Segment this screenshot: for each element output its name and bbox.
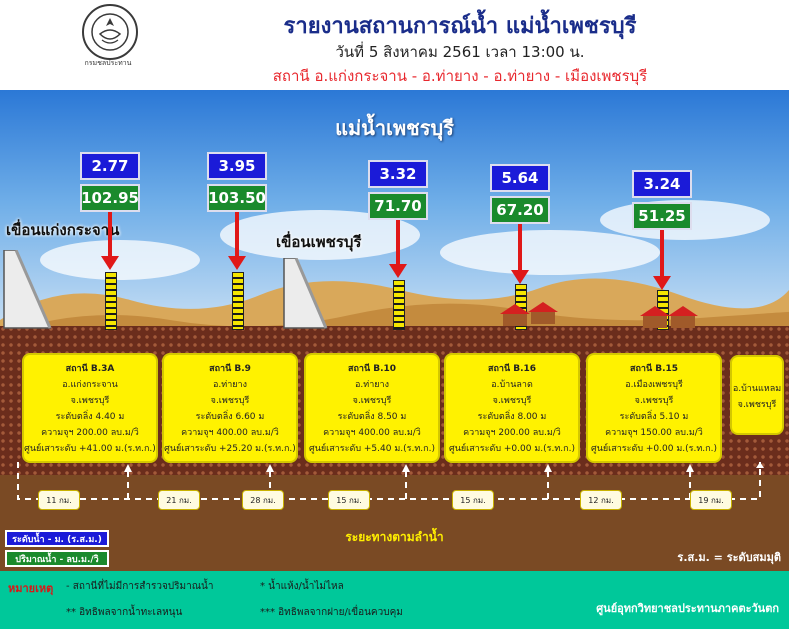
- river-title: แม่น้ำเพชรบุรี: [335, 116, 454, 140]
- staff-gauge-icon: [232, 272, 244, 330]
- pointer-arrow: [108, 212, 112, 258]
- cloud: [440, 230, 660, 275]
- distance-tag: 15 กม.: [452, 490, 494, 510]
- station-district: อ.บ้านลาด: [491, 380, 533, 390]
- station-district: อ.ท่ายาง: [213, 380, 247, 390]
- pointer-arrow: [660, 230, 664, 278]
- house-icon: [640, 306, 670, 328]
- report-datetime: วันที่ 5 สิงหาคม 2561 เวลา 13:00 น.: [335, 43, 585, 61]
- datum-note: ร.ส.ม. = ระดับสมมุติ: [677, 551, 781, 564]
- arrow-head-icon: [228, 256, 246, 270]
- bank-level: ระดับตลิ่ง 4.40 ม: [55, 412, 125, 422]
- station-district: อ.ท่ายาง: [355, 380, 389, 390]
- dam-icon: [3, 250, 52, 329]
- station-name: สถานี B.10: [347, 364, 397, 374]
- station-province: จ.เพชรบุรี: [492, 396, 532, 406]
- arrow-head-icon: [511, 270, 529, 284]
- water-level-box: 3.95: [207, 152, 267, 180]
- station-name: สถานี B.16: [487, 364, 537, 374]
- rid-logo-icon: [82, 4, 138, 60]
- distance-axis-label: ระยะทางตามลำน้ำ: [345, 530, 444, 544]
- gauge-datum: ศูนย์เสาระดับ +5.40 ม.(ร.ท.ก.): [309, 444, 435, 454]
- staff-gauge-icon: [393, 280, 405, 330]
- capacity: ความจุฯ 400.00 ลบ.ม/วิ: [181, 428, 279, 438]
- station-name: สถานี B.3A: [65, 364, 115, 374]
- distance-tag: 15 กม.: [328, 490, 370, 510]
- note-no-survey: - สถานีที่ไม่มีการสำรวจปริมาณน้ำ: [66, 581, 214, 592]
- dam-label-phetchaburi: เขื่อนเพชรบุรี: [276, 233, 362, 251]
- dam-icon: [283, 258, 328, 329]
- pointer-arrow: [518, 224, 522, 272]
- gauge-datum: ศูนย์เสาระดับ +41.00 ม.(ร.ท.ก.): [24, 444, 156, 454]
- capacity: ความจุฯ 200.00 ลบ.ม/วิ: [41, 428, 139, 438]
- arrow-head-icon: [389, 264, 407, 278]
- bank-level: ระดับตลิ่ง 6.60 ม: [195, 412, 265, 422]
- station-province: จ.เพชรบุรี: [352, 396, 392, 406]
- gauge-datum: ศูนย์เสาระดับ +25.20 ม.(ร.ท.ก.): [164, 444, 296, 454]
- house-icon: [500, 304, 530, 326]
- report-header: กรมชลประทาน รายงานสถานการณ์น้ำ แม่น้ำเพช…: [0, 0, 789, 90]
- water-level-box: 3.32: [368, 160, 428, 188]
- water-flow-box: 67.20: [490, 196, 550, 224]
- water-level-box: 3.24: [632, 170, 692, 198]
- station-card-b9: สถานี B.9 อ.ท่ายาง จ.เพชรบุรี ระดับตลิ่ง…: [162, 353, 298, 463]
- note-tide: ** อิทธิพลจากน้ำทะเลหนุน: [66, 607, 183, 618]
- pointer-arrow: [396, 220, 400, 266]
- station-name: สถานี B.9: [209, 364, 251, 374]
- station-province: จ.เพชรบุรี: [210, 396, 250, 406]
- water-flow-box: 102.95: [80, 184, 140, 212]
- river-diagram: แม่น้ำเพชรบุรี เขื่อนแก่งกระจาน เขื่อนเพ…: [0, 90, 789, 571]
- water-flow-box: 51.25: [632, 202, 692, 230]
- ground-layer: [0, 475, 789, 571]
- staff-gauge-icon: [105, 272, 117, 330]
- capacity: ความจุฯ 200.00 ลบ.ม/วิ: [463, 428, 561, 438]
- station-card-b10: สถานี B.10 อ.ท่ายาง จ.เพชรบุรี ระดับตลิ่…: [304, 353, 440, 463]
- bank-level: ระดับตลิ่ง 8.00 ม: [477, 412, 547, 422]
- station-name: สถานี B.15: [629, 364, 679, 374]
- station-card-b16: สถานี B.16 อ.บ้านลาด จ.เพชรบุรี ระดับตลิ…: [444, 353, 580, 463]
- page-title: รายงานสถานการณ์น้ำ แม่น้ำเพชรบุรี: [283, 14, 637, 39]
- house-icon: [528, 302, 558, 324]
- hydrology-center: ศูนย์อุทกวิทยาชลประทานภาคตะวันตก: [596, 602, 779, 615]
- water-flow-box: 71.70: [368, 192, 428, 220]
- station-district: อ.บ้านแหลม: [732, 384, 782, 394]
- distance-tag: 11 กม.: [38, 490, 80, 510]
- station-card-b15: สถานี B.15 อ.เมืองเพชรบุรี จ.เพชรบุรี ระ…: [586, 353, 722, 463]
- station-district: อ.เมืองเพชรบุรี: [625, 380, 683, 390]
- note-weir: *** อิทธิพลจากฝาย/เขื่อนควบคุม: [260, 607, 403, 618]
- gauge-datum: ศูนย์เสาระดับ +0.00 ม.(ร.ท.ก.): [591, 444, 717, 454]
- capacity: ความจุฯ 400.00 ลบ.ม/วิ: [323, 428, 421, 438]
- flow-path: [17, 462, 764, 500]
- dam-label-kaeng-krachan: เขื่อนแก่งกระจาน: [6, 221, 120, 239]
- water-flow-box: 103.50: [207, 184, 267, 212]
- distance-tag: 21 กม.: [158, 490, 200, 510]
- arrow-head-icon: [101, 256, 119, 270]
- note-dry: * น้ำแห้ง/น้ำไม่ไหล: [260, 581, 344, 592]
- station-province: จ.เพชรบุรี: [737, 400, 777, 410]
- legend-water-level: ระดับน้ำ - ม. (ร.ส.ม.): [5, 530, 109, 547]
- legend-water-flow: ปริมาณน้ำ - ลบ.ม./วิ: [5, 550, 109, 567]
- distance-tag: 28 กม.: [242, 490, 284, 510]
- station-card-b3a: สถานี B.3A อ.แก่งกระจาน จ.เพชรบุรี ระดับ…: [22, 353, 158, 463]
- logo-org-text: กรมชลประทาน: [84, 59, 132, 67]
- house-icon: [668, 306, 698, 328]
- cloud: [40, 240, 200, 280]
- gauge-datum: ศูนย์เสาระดับ +0.00 ม.(ร.ท.ก.): [449, 444, 575, 454]
- pointer-arrow: [235, 212, 239, 258]
- water-level-box: 2.77: [80, 152, 140, 180]
- stations-subtitle: สถานี อ.แก่งกระจาน - อ.ท่ายาง - อ.ท่ายาง…: [272, 67, 648, 85]
- bank-level: ระดับตลิ่ง 8.50 ม: [337, 412, 407, 422]
- distance-tag: 19 กม.: [690, 490, 732, 510]
- arrow-head-icon: [653, 276, 671, 290]
- capacity: ความจุฯ 150.00 ลบ.ม/วิ: [605, 428, 703, 438]
- station-province: จ.เพชรบุรี: [70, 396, 110, 406]
- bank-level: ระดับตลิ่ง 5.10 ม: [619, 412, 689, 422]
- station-province: จ.เพชรบุรี: [634, 396, 674, 406]
- footer-notes: หมายเหตุ - สถานีที่ไม่มีการสำรวจปริมาณน้…: [0, 571, 789, 629]
- end-card-ban-laem: อ.บ้านแหลม จ.เพชรบุรี: [730, 355, 784, 435]
- notes-label: หมายเหตุ: [8, 582, 54, 595]
- station-district: อ.แก่งกระจาน: [62, 380, 118, 390]
- distance-tag: 12 กม.: [580, 490, 622, 510]
- water-level-box: 5.64: [490, 164, 550, 192]
